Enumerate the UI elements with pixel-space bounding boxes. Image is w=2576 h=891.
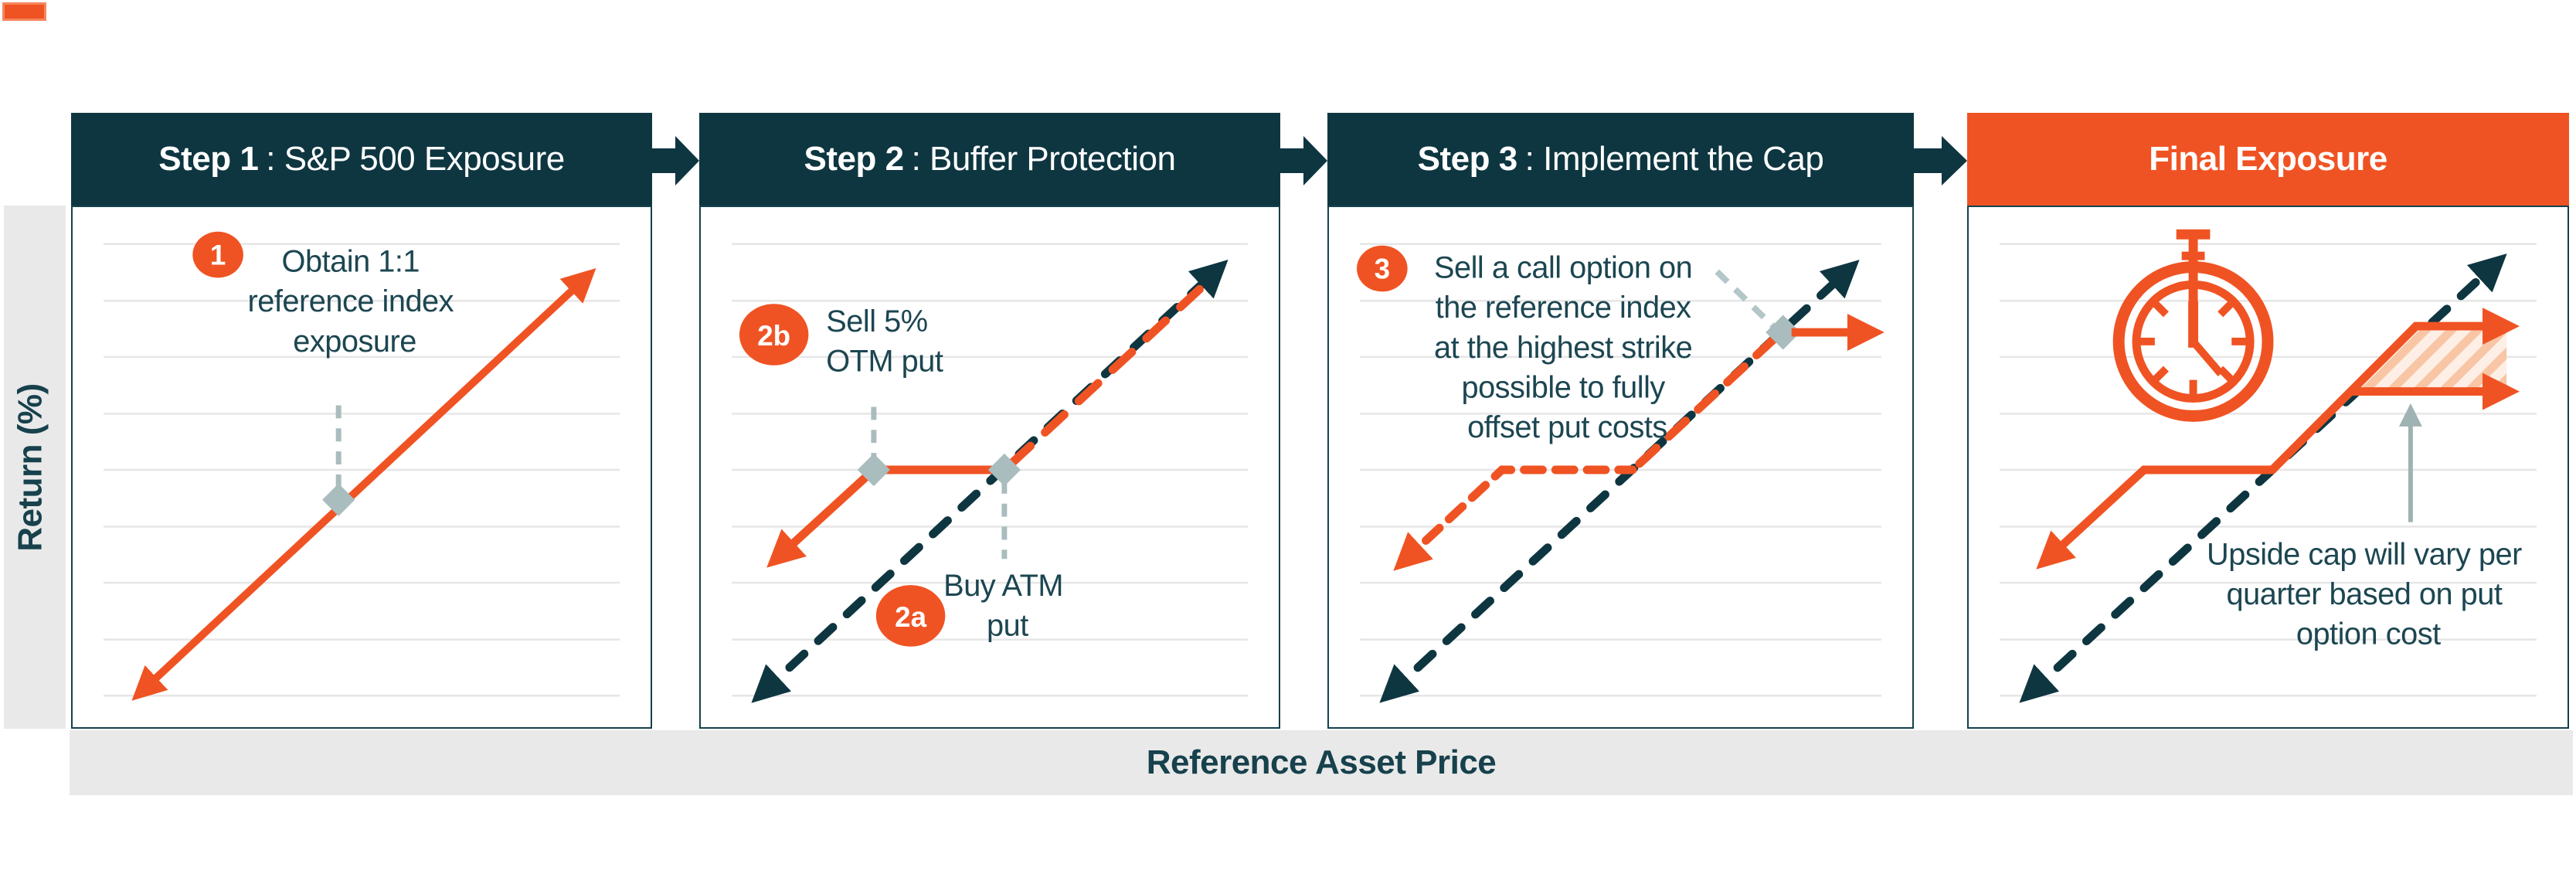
- index-return-dashed-line: [751, 260, 1229, 703]
- payoff-chart-step3: 3 Sell a call option on the reference in…: [1327, 206, 1914, 729]
- sell-otm-put-note: Sell 5% OTM put: [826, 304, 943, 379]
- step-badge-label: 2a: [895, 601, 926, 633]
- payoff-chart-step1: 1 Obtain 1:1 reference index exposure: [71, 206, 652, 729]
- buffered-upside-overlay-line: [1635, 334, 1779, 468]
- x-axis-band: Reference Asset Price: [70, 730, 2573, 795]
- step1-note: Obtain 1:1 reference index exposure: [248, 245, 462, 359]
- step2-title: Step 2: [804, 140, 905, 178]
- step-badge: [1357, 245, 1408, 292]
- buffered-return-dashed-line: [1393, 465, 1637, 571]
- step1-title: Step 1: [158, 140, 259, 178]
- step3-note: Sell a call option on the reference inde…: [1434, 250, 1701, 444]
- step-badge-label: 3: [1375, 253, 1390, 284]
- final-payoff-line: [2036, 308, 2520, 570]
- flow-arrow-icon: [652, 136, 699, 185]
- final-exposure-header: Final Exposure: [1967, 113, 2569, 206]
- final-title: Final Exposure: [2149, 140, 2387, 178]
- flow-arrow-icon: [1914, 136, 1967, 185]
- step-badge-label: 2b: [757, 320, 790, 352]
- callout-dash-pointer: [1715, 269, 1776, 328]
- step3-header: Step 3: Implement the Cap: [1327, 113, 1914, 206]
- step3-title: Step 3: [1417, 140, 1518, 178]
- flow-arrow-icon: [1280, 136, 1327, 185]
- buffered-return-line: [766, 465, 1004, 568]
- step-badge-label: 1: [210, 240, 226, 271]
- strike-marker-diamond: [322, 483, 355, 516]
- cap-range-hatch: [2350, 326, 2507, 392]
- x-axis-label: Reference Asset Price: [1146, 743, 1497, 781]
- step-badge: [875, 585, 946, 647]
- brand-corner-mark: [2, 2, 46, 21]
- y-axis-label: Return (%): [12, 383, 49, 552]
- step-badge: [739, 304, 809, 366]
- buffered-upside-overlay-line: [1007, 275, 1214, 468]
- buy-atm-put-note: Buy ATM put: [943, 569, 1071, 643]
- index-return-line: [131, 268, 596, 701]
- upside-cap-note: Upside cap will vary per quarter based o…: [2207, 537, 2530, 651]
- stopwatch-icon: [2112, 229, 2274, 422]
- y-axis-band: [4, 206, 66, 729]
- step1-header: Step 1: S&P 500 Exposure: [71, 113, 652, 206]
- payoff-chart-step2: 2b Sell 5% OTM put 2a Buy ATM put: [699, 206, 1280, 729]
- step2-header: Step 2: Buffer Protection: [699, 113, 1280, 206]
- step-badge: [192, 231, 243, 278]
- payoff-chart-final: Upside cap will vary per quarter based o…: [1967, 206, 2569, 729]
